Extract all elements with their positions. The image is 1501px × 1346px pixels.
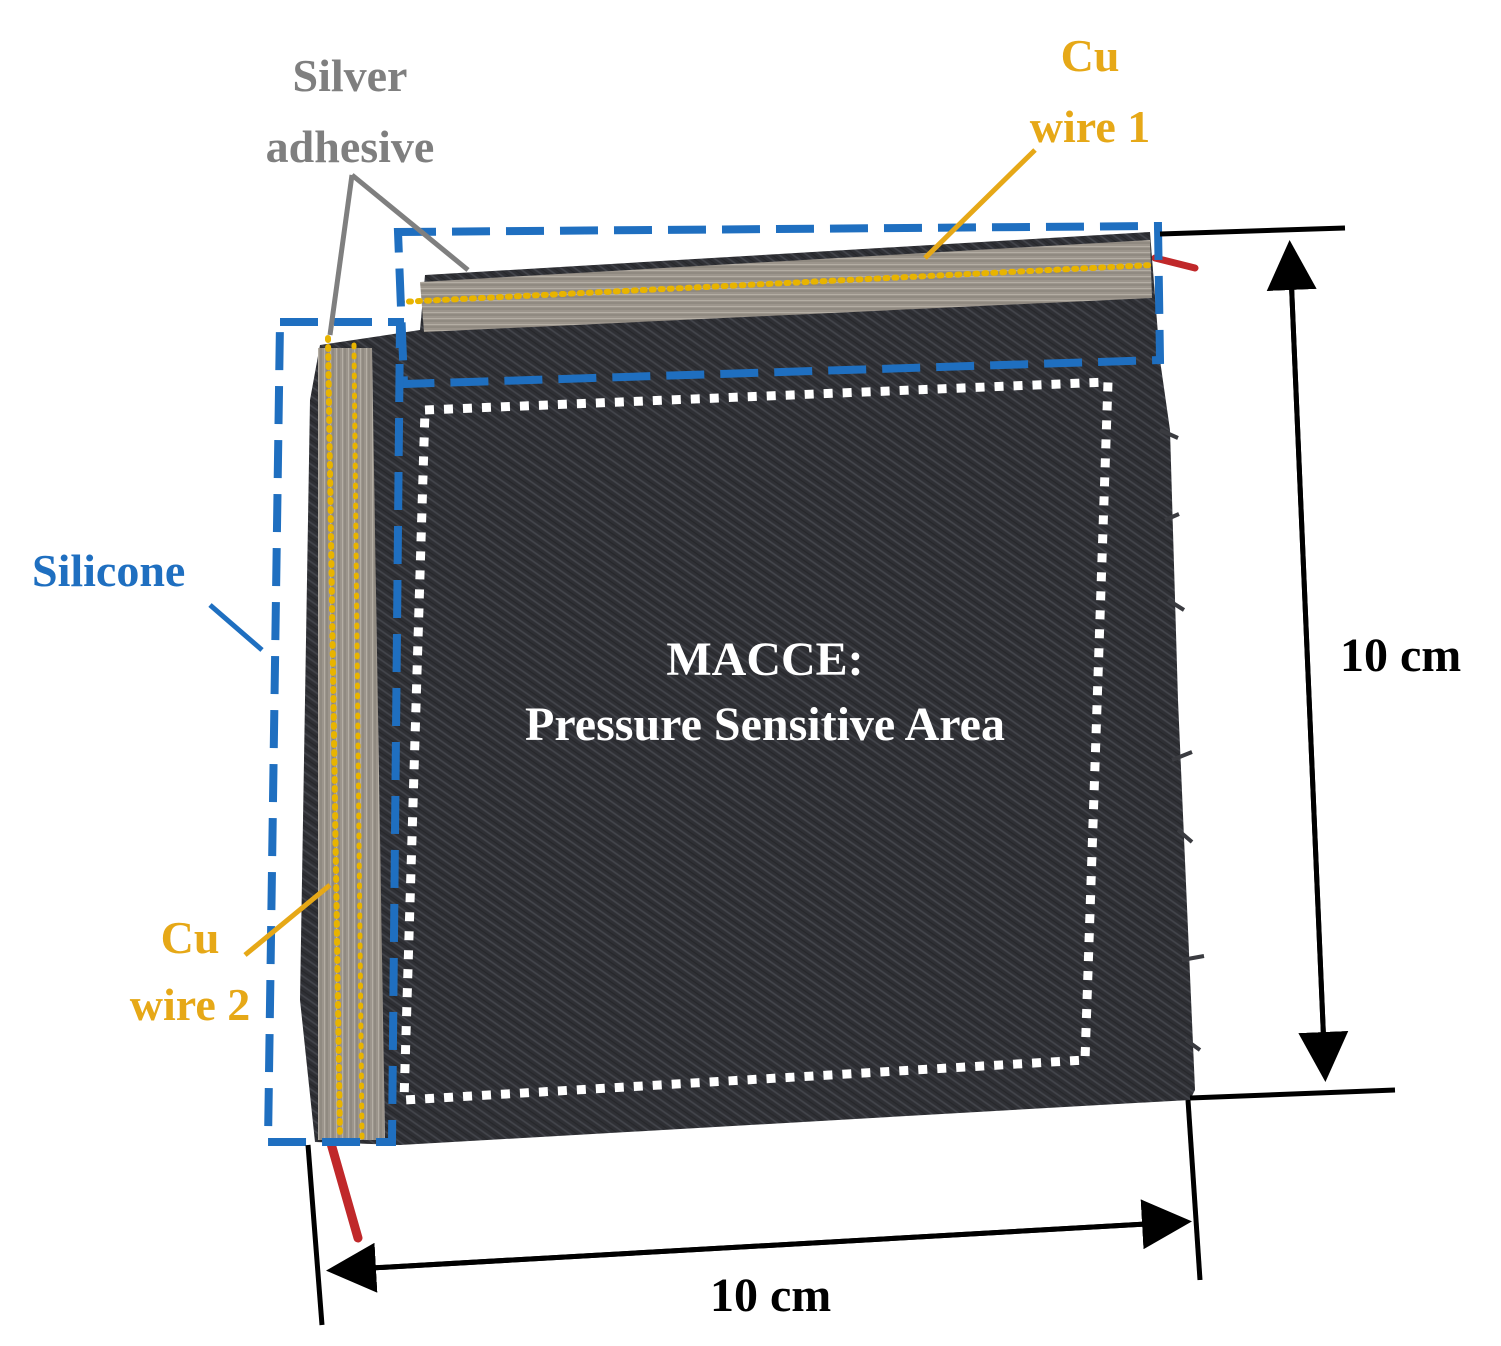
silver-leader-1 <box>350 173 470 272</box>
width-dimension-label: 10 cm <box>710 1269 832 1322</box>
cu-wire-2-label: Cu wire 2 <box>120 905 260 1038</box>
height-dimension <box>1159 225 1396 1101</box>
cu-wire-1-label: Cu wire 1 <box>1010 20 1170 163</box>
silicone-leader <box>208 603 264 652</box>
silver-leader-2 <box>327 174 355 336</box>
cu-wire-2-trace-b <box>351 342 365 1141</box>
width-dimension <box>305 1099 1203 1326</box>
silicone-label: Silicone <box>32 545 186 596</box>
frayed-edge <box>1159 428 1205 1052</box>
sensitive-area-line-2: Pressure Sensitive Area <box>525 697 1005 751</box>
sensitive-area-line-1: MACCE: <box>666 633 864 686</box>
cu-wire-2-line-1: Cu <box>160 912 220 963</box>
silver-adhesive-line-2: adhesive <box>265 121 435 173</box>
cu-wire-2-line-2: wire 2 <box>129 978 251 1030</box>
cu-wire-1-line-1: Cu <box>1060 30 1120 81</box>
silver-strip-top <box>420 240 1152 332</box>
height-dimension-label: 10 cm <box>1340 629 1462 682</box>
silver-adhesive-line-1: Silver <box>292 50 408 101</box>
cu-wire-2-leader <box>243 883 332 957</box>
cu-wire-1-line-2: wire 1 <box>1029 101 1151 153</box>
silver-adhesive-label: Silver adhesive <box>245 40 455 183</box>
red-wire-bottom <box>325 1135 363 1243</box>
cu-wire-1-leader <box>923 148 1037 260</box>
sensitive-area-label: MACCE: Pressure Sensitive Area <box>470 628 1060 758</box>
cu-wire-2-trace <box>325 335 343 1141</box>
cu-wire-1-trace <box>397 262 1155 305</box>
silicone-box-left <box>263 318 405 1146</box>
fabric-swatch <box>300 232 1195 1145</box>
